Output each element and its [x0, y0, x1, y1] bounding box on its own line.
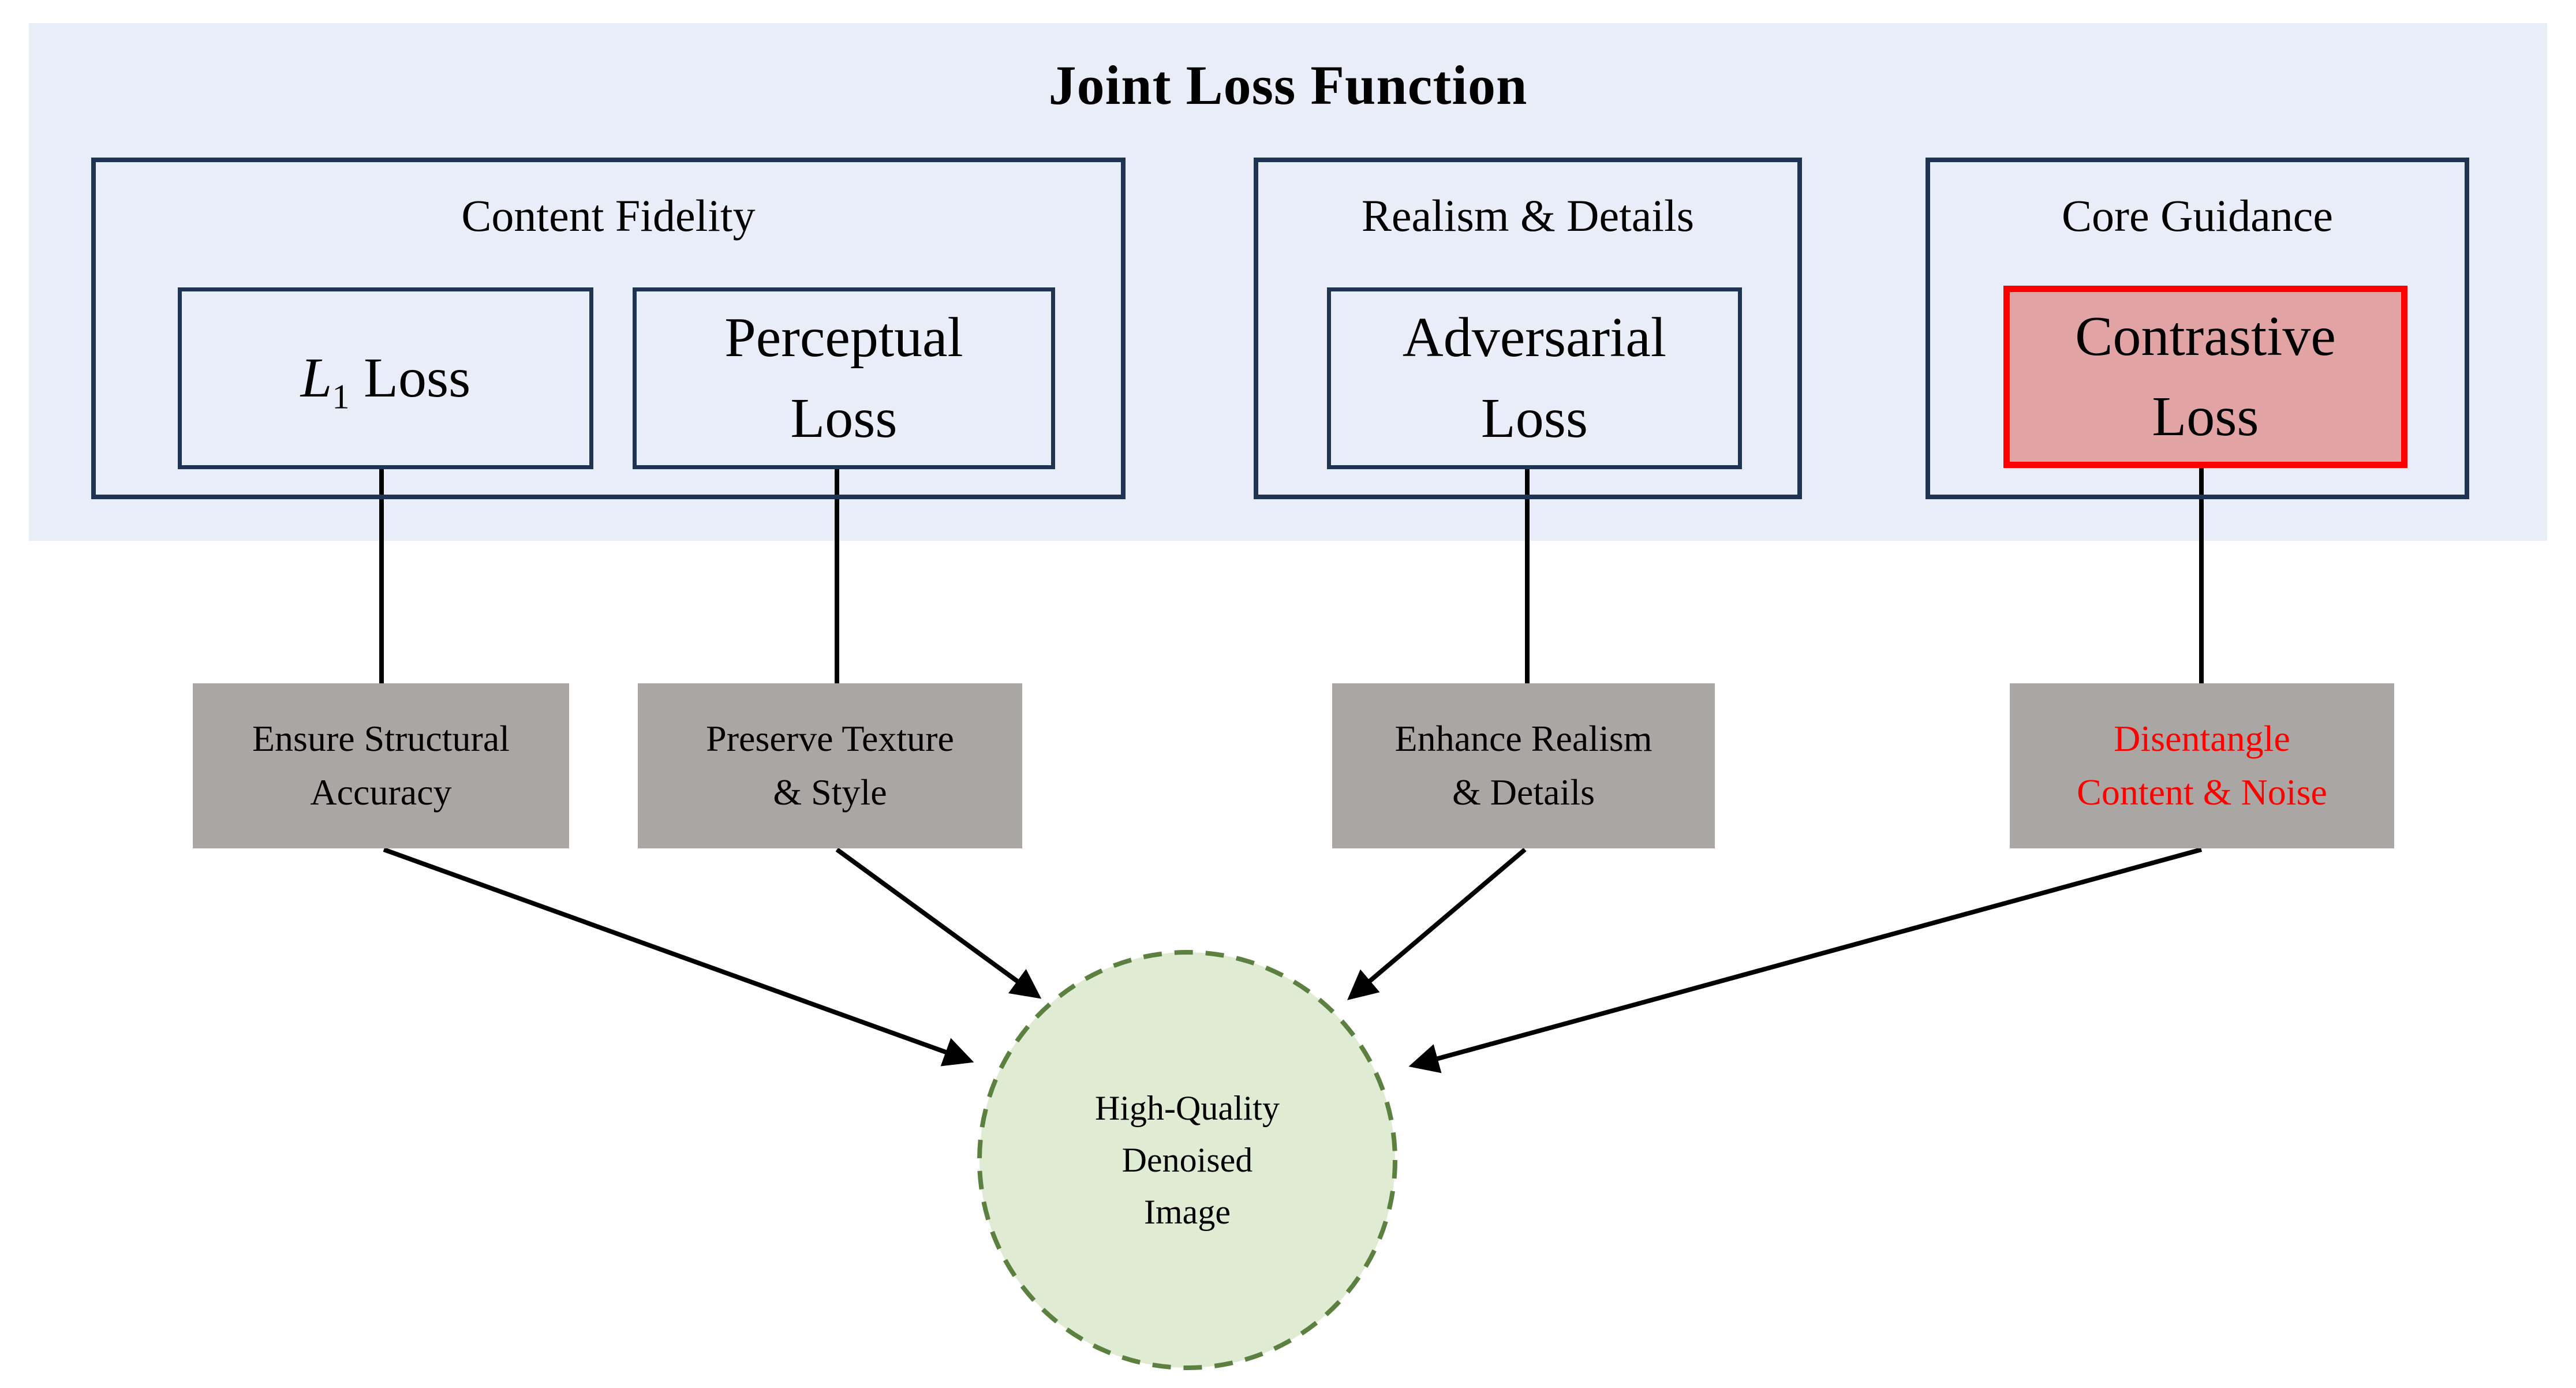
group-label: Core Guidance — [2062, 190, 2333, 241]
panel-title: Joint Loss Function — [1048, 54, 1528, 116]
outcome-box-preserve-texture-style: Preserve Texture & Style — [638, 683, 1022, 848]
loss-box-l1: L1 Loss — [178, 287, 593, 469]
arrow-realism-to-result — [1347, 847, 1527, 1001]
loss-box-adversarial: Adversarial Loss — [1327, 287, 1742, 469]
l1-subscript: 1 — [332, 377, 350, 417]
result-circle-label: High-Quality Denoised Image — [1095, 1089, 1280, 1231]
arrow-disentangle-to-result — [1408, 847, 2203, 1073]
arrow-texture-to-result — [835, 847, 1042, 999]
loss-box-contrastive: Contrastive Loss — [2003, 286, 2407, 468]
loss-box-perceptual: Perceptual Loss — [633, 287, 1055, 469]
outcome-box-ensure-structural-accuracy: Ensure Structural Accuracy — [193, 683, 569, 848]
group-core-guidance: Core Guidance Contrastive Loss — [1926, 158, 2469, 499]
outcome-box-disentangle-content-noise: Disentangle Content & Noise — [2010, 683, 2394, 848]
result-circle-shape — [977, 950, 1397, 1370]
group-label: Realism & Details — [1361, 190, 1695, 241]
outcome-box-enhance-realism-details: Enhance Realism & Details — [1332, 683, 1715, 848]
group-content-fidelity: Content Fidelity L1 Loss Perceptual Loss — [91, 158, 1126, 499]
group-realism-details: Realism & Details Adversarial Loss — [1254, 158, 1802, 499]
l1-loss-label: L1 Loss — [301, 338, 471, 418]
group-label: Content Fidelity — [461, 190, 756, 241]
l1-symbol: L — [300, 346, 332, 409]
l1-suffix: Loss — [364, 346, 471, 409]
arrow-structural-to-result — [383, 847, 974, 1067]
